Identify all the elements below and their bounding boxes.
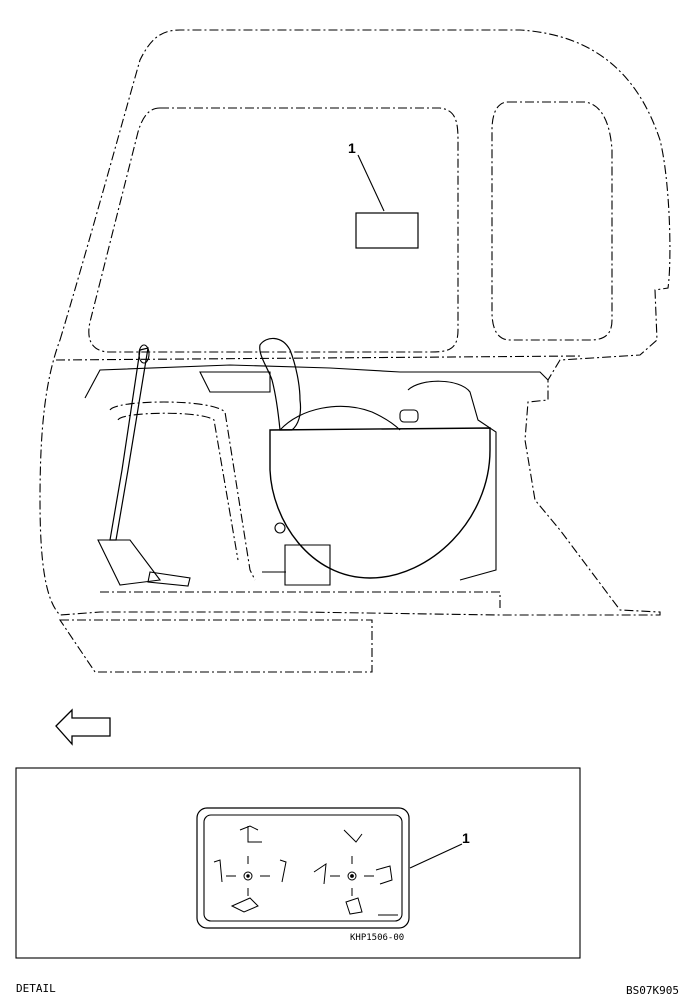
- travel-lever: [109, 347, 149, 541]
- lower-body-outline: [58, 619, 373, 673]
- cab-decal: [355, 212, 419, 249]
- lever-knob: [138, 344, 150, 364]
- left-arrow-icon: [55, 708, 111, 746]
- detail-caption: DETAIL: [16, 982, 56, 995]
- console-bar: [55, 355, 581, 361]
- side-window-outline: [491, 101, 613, 341]
- drawing-code: BS07K905: [626, 984, 679, 997]
- detail-frame: [15, 767, 581, 959]
- callout-number-detail: 1: [462, 830, 470, 846]
- dashboard-panel: [84, 364, 549, 399]
- foot-pedal: [97, 539, 162, 586]
- knob: [274, 522, 286, 534]
- floor-outline: [100, 591, 501, 608]
- detail-leader: [409, 843, 463, 869]
- joystick: [259, 337, 302, 431]
- side-console: [407, 380, 497, 581]
- decal-inner: [203, 814, 403, 922]
- decal-part-code: KHP1506-00: [350, 933, 405, 943]
- control-pattern-icon: [213, 825, 398, 916]
- decal-outer: [196, 807, 410, 929]
- frame-tube: [109, 401, 256, 581]
- dashboard-recess: [199, 371, 271, 393]
- front-window-outline: [88, 107, 459, 353]
- cab-outline: [39, 29, 671, 616]
- seat-back: [279, 405, 401, 431]
- side-switch: [399, 409, 419, 423]
- cab-decal-leader: [357, 154, 385, 212]
- frame-tube-inner: [117, 412, 239, 561]
- callout-number-cab: 1: [348, 140, 356, 156]
- operator-seat: [269, 427, 491, 579]
- pedal-base: [147, 571, 191, 587]
